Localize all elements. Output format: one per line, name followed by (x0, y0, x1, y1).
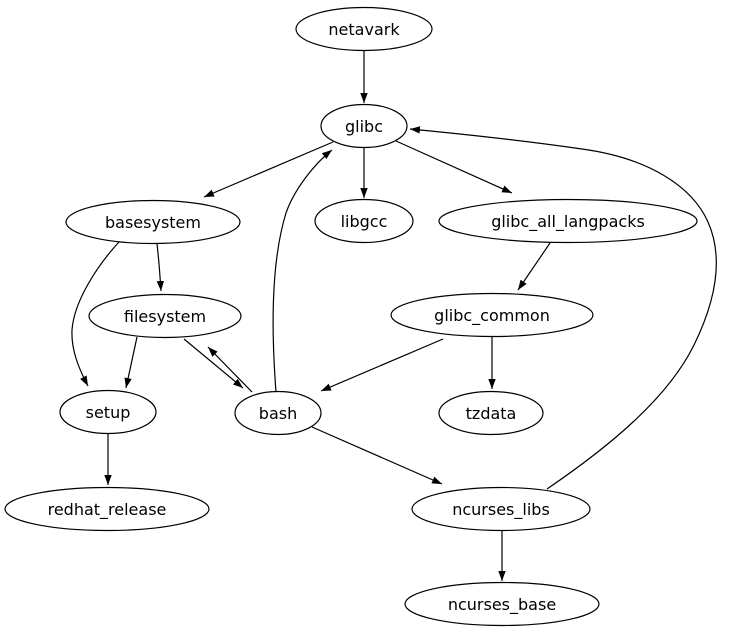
node-redhat_release: redhat_release (4, 486, 210, 532)
node-label-ncurses_libs: ncurses_libs (452, 500, 550, 520)
node-glibc: glibc (320, 103, 408, 149)
node-ncurses_libs: ncurses_libs (411, 486, 591, 532)
node-ellipse-libgcc (314, 198, 414, 244)
node-label-filesystem: filesystem (124, 307, 206, 326)
node-label-ncurses_base: ncurses_base (448, 595, 556, 615)
node-libgcc: libgcc (314, 198, 414, 244)
node-ellipse-bash (234, 390, 322, 436)
edge-filesystem-to-setup (124, 336, 138, 389)
node-ellipse-filesystem (88, 293, 242, 339)
node-label-glibc_all_langpacks: glibc_all_langpacks (491, 212, 645, 232)
node-netavark: netavark (295, 6, 433, 52)
node-label-netavark: netavark (328, 20, 400, 39)
edge-glibc_all_langpacks-to-glibc_common (517, 242, 551, 291)
node-ellipse-tzdata (438, 390, 544, 436)
node-ellipse-setup (59, 389, 157, 435)
node-tzdata: tzdata (438, 390, 544, 436)
node-label-setup: setup (86, 403, 131, 422)
edge-bash-to-ncurses_libs (311, 426, 443, 485)
node-filesystem: filesystem (88, 293, 242, 339)
node-label-glibc: glibc (345, 117, 383, 136)
node-ellipse-basesystem (65, 199, 241, 245)
edge-glibc-to-glibc_all_langpacks (395, 140, 513, 194)
node-label-redhat_release: redhat_release (48, 500, 167, 520)
node-bash: bash (234, 390, 322, 436)
node-ncurses_base: ncurses_base (404, 581, 600, 627)
edge-glibc_common-to-bash (320, 338, 444, 392)
node-glibc_common: glibc_common (390, 292, 594, 338)
edge-bash-to-glibc (272, 149, 333, 393)
node-ellipse-redhat_release (4, 486, 210, 532)
node-basesystem: basesystem (65, 199, 241, 245)
node-label-bash: bash (259, 404, 297, 423)
edge-basesystem-to-filesystem (156, 243, 165, 292)
node-label-libgcc: libgcc (341, 212, 388, 231)
node-setup: setup (59, 389, 157, 435)
node-label-tzdata: tzdata (466, 404, 517, 423)
edge-basesystem-to-setup (71, 241, 120, 387)
node-ellipse-glibc_all_langpacks (438, 198, 698, 244)
edge-glibc-to-basesystem (203, 141, 334, 198)
edge-filesystem-to-bash (183, 338, 244, 389)
node-label-glibc_common: glibc_common (434, 306, 550, 326)
edge-ncurses_libs-to-glibc (409, 126, 717, 490)
node-label-basesystem: basesystem (105, 213, 201, 232)
node-glibc_all_langpacks: glibc_all_langpacks (438, 198, 698, 244)
edge-bash-to-filesystem (207, 346, 253, 393)
node-ellipse-glibc_common (390, 292, 594, 338)
node-ellipse-ncurses_libs (411, 486, 591, 532)
node-ellipse-netavark (295, 6, 433, 52)
node-ellipse-glibc (320, 103, 408, 149)
node-ellipse-ncurses_base (404, 581, 600, 627)
